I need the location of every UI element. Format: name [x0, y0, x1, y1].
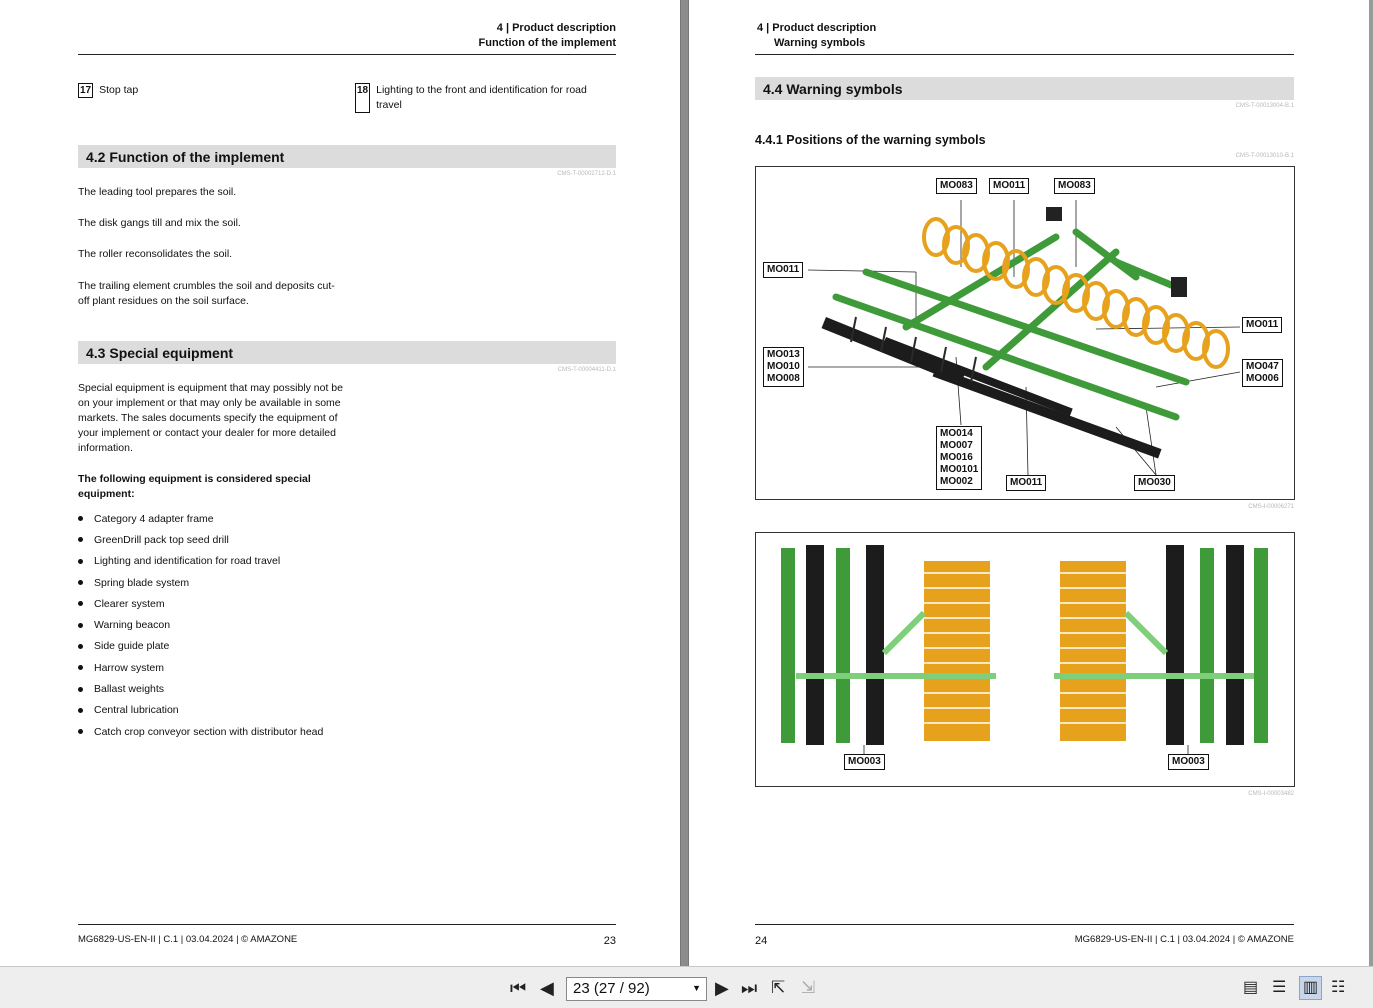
list-item: Catch crop conveyor section with distrib…	[78, 721, 323, 742]
footer-text: MG6829-US-EN-II | C.1 | 03.04.2024 | © A…	[78, 934, 298, 945]
list-item: Warning beacon	[78, 614, 323, 635]
paragraph: The trailing element crumbles the soil a…	[78, 280, 335, 307]
cms-code: CMS-T-00013004-B.1	[1235, 103, 1294, 109]
page-header: 4 | Product description Warning symbols	[757, 22, 877, 49]
list-item: GreenDrill pack top seed drill	[78, 529, 323, 550]
list-item: Central lubrication	[78, 700, 323, 721]
page-header: 4 | Product description Function of the …	[478, 22, 617, 49]
continuous-facing-icon[interactable]: ☷	[1331, 979, 1346, 996]
label-mo011: MO011	[989, 178, 1030, 194]
page-24: 4 | Product description Warning symbols …	[689, 0, 1369, 966]
first-page-icon[interactable]: ⏮	[510, 978, 527, 998]
section-heading-4-3: 4.3 Special equipment	[78, 341, 616, 364]
page-divider	[680, 0, 689, 966]
cms-code: CMS-I-00003482	[1248, 791, 1294, 797]
go-forward-view-icon[interactable]: ⇲	[801, 978, 816, 997]
section-heading-4-4: 4.4 Warning symbols	[755, 77, 1294, 100]
single-page-icon[interactable]: ▤	[1243, 979, 1259, 996]
page-number: 23	[603, 935, 616, 947]
list-item: Clearer system	[78, 593, 323, 614]
warning-symbols-top-view-figure: MO003 MO003	[755, 532, 1295, 787]
list-item: Side guide plate	[78, 636, 323, 657]
label-mo011: MO011	[1006, 475, 1047, 491]
cms-code: CMS-T-00013010-B.1	[1235, 153, 1294, 159]
previous-page-icon[interactable]: ◀	[540, 978, 554, 998]
paragraph: The disk gangs till and mix the soil.	[78, 217, 241, 229]
implement-illustration	[807, 200, 1241, 476]
header-rule	[755, 54, 1294, 55]
paragraph: The leading tool prepares the soil.	[78, 186, 237, 198]
footer-rule	[755, 924, 1294, 925]
list-item: Spring blade system	[78, 572, 323, 593]
cms-code: CMS-T-00002712-D.1	[557, 171, 616, 177]
bold-paragraph: The following equipment is considered sp…	[78, 473, 311, 500]
label-mo030: MO030	[1134, 475, 1175, 491]
list-item: Harrow system	[78, 657, 323, 678]
section-heading-4-2: 4.2 Function of the implement	[78, 145, 616, 168]
cms-code: CMS-I-00006271	[1248, 504, 1294, 510]
warning-symbols-figure: MO083 MO011 MO083 MO011 MO013 MO010 MO00…	[755, 166, 1295, 500]
last-page-icon[interactable]: ⏭	[741, 978, 758, 998]
page-number: 24	[755, 935, 768, 947]
list-item: Ballast weights	[78, 678, 323, 699]
chevron-down-icon[interactable]: ▼	[692, 983, 701, 993]
go-back-view-icon[interactable]: ⇱	[771, 978, 786, 997]
page-23: 4 | Product description Function of the …	[0, 0, 680, 966]
page-number-field[interactable]: 23 (27 / 92) ▼	[566, 977, 707, 1001]
footer-text: MG6829-US-EN-II | C.1 | 03.04.2024 | © A…	[1074, 934, 1294, 945]
label-group: MO013 MO010 MO008	[763, 347, 804, 387]
paragraph: Special equipment is equipment that may …	[78, 382, 343, 454]
label-mo083: MO083	[936, 178, 977, 194]
cms-code: CMS-T-00004411-D.1	[557, 367, 616, 373]
subsection-heading-4-4-1: 4.4.1 Positions of the warning symbols	[755, 133, 986, 147]
label-mo011: MO011	[1242, 317, 1283, 333]
label-mo003: MO003	[1168, 754, 1209, 770]
header-rule	[78, 54, 616, 55]
label-mo083: MO083	[1054, 178, 1095, 194]
continuous-page-icon[interactable]: ☰	[1272, 979, 1287, 996]
paragraph: The roller reconsolidates the soil.	[78, 248, 233, 260]
footer-rule	[78, 924, 616, 925]
next-page-icon[interactable]: ▶	[715, 978, 729, 998]
label-group: MO047 MO006	[1242, 359, 1283, 387]
top-view-illustration	[781, 545, 1268, 755]
label-mo003: MO003	[844, 754, 885, 770]
label-group: MO014 MO007 MO016 MO0101 MO002	[936, 426, 983, 490]
facing-pages-icon[interactable]: ▥	[1299, 976, 1323, 1000]
label-mo011: MO011	[763, 262, 804, 278]
list-item: Category 4 adapter frame	[78, 508, 323, 529]
equipment-list: Category 4 adapter frame GreenDrill pack…	[78, 508, 323, 742]
list-item: Lighting and identification for road tra…	[78, 551, 323, 572]
